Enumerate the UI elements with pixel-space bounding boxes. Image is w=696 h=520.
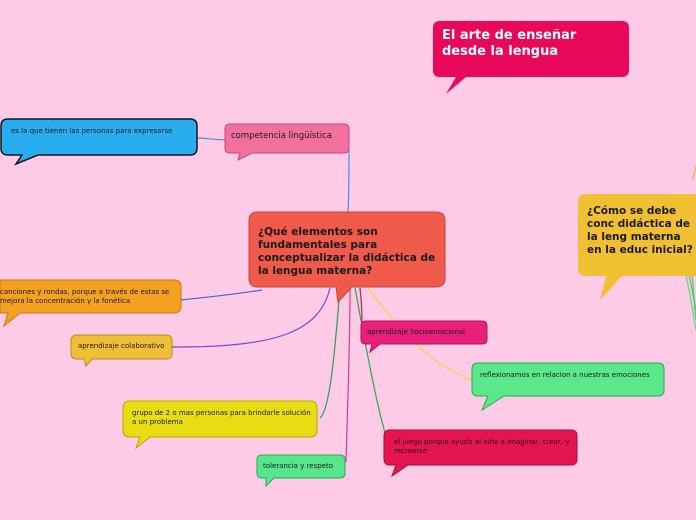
tolerancia-bubble	[256, 454, 346, 488]
connector-competencia	[347, 149, 350, 215]
canciones-node[interactable]: canciones y rondas, porque a través de e…	[0, 288, 170, 305]
right-question-bubble	[578, 194, 696, 300]
reflexionamos-bubble	[471, 362, 665, 412]
connector-colaborativo	[171, 287, 331, 348]
colaborativo-node[interactable]: aprendizaje colaborativo	[78, 342, 165, 350]
grupo-bubble	[122, 400, 318, 450]
juego-node[interactable]: el juego porque ayuda al niño a imaginar…	[394, 438, 570, 455]
competencia-def-node[interactable]: es la que tienen las personas para expre…	[11, 127, 173, 135]
competencia-node[interactable]: competencia lingüística	[231, 131, 332, 141]
title-bubble	[433, 21, 629, 94]
connector-canciones	[179, 289, 263, 301]
socioemocional-node[interactable]: aprendizaje Socioemocional	[367, 328, 465, 336]
competencia-bubble	[224, 123, 350, 161]
socioemocional-bubble	[360, 320, 488, 354]
competencia-def-bubble	[0, 118, 198, 166]
right-question[interactable]: ¿Cómo se debe conc didáctica de la leng …	[587, 205, 693, 257]
central-question[interactable]: ¿Qué elementos son fundamentales para co…	[258, 226, 436, 278]
connector-tolerancia	[345, 287, 351, 463]
connector-juego	[354, 287, 389, 443]
juego-bubble	[383, 429, 578, 478]
reflexionamos-node[interactable]: reflexionamos en relacion a nuestras emo…	[480, 371, 650, 379]
connector-grupo	[319, 287, 341, 419]
colaborativo-bubble	[70, 334, 173, 368]
tolerancia-node[interactable]: tolerancia y respeto	[263, 462, 334, 470]
connector-right-4	[691, 165, 696, 181]
central-bubble	[248, 211, 446, 304]
grupo-node[interactable]: grupo de 2 o mas personas para brindarle…	[132, 409, 311, 426]
map-title[interactable]: El arte de enseñar desde la lengua	[442, 28, 577, 60]
canciones-bubble	[0, 279, 182, 328]
